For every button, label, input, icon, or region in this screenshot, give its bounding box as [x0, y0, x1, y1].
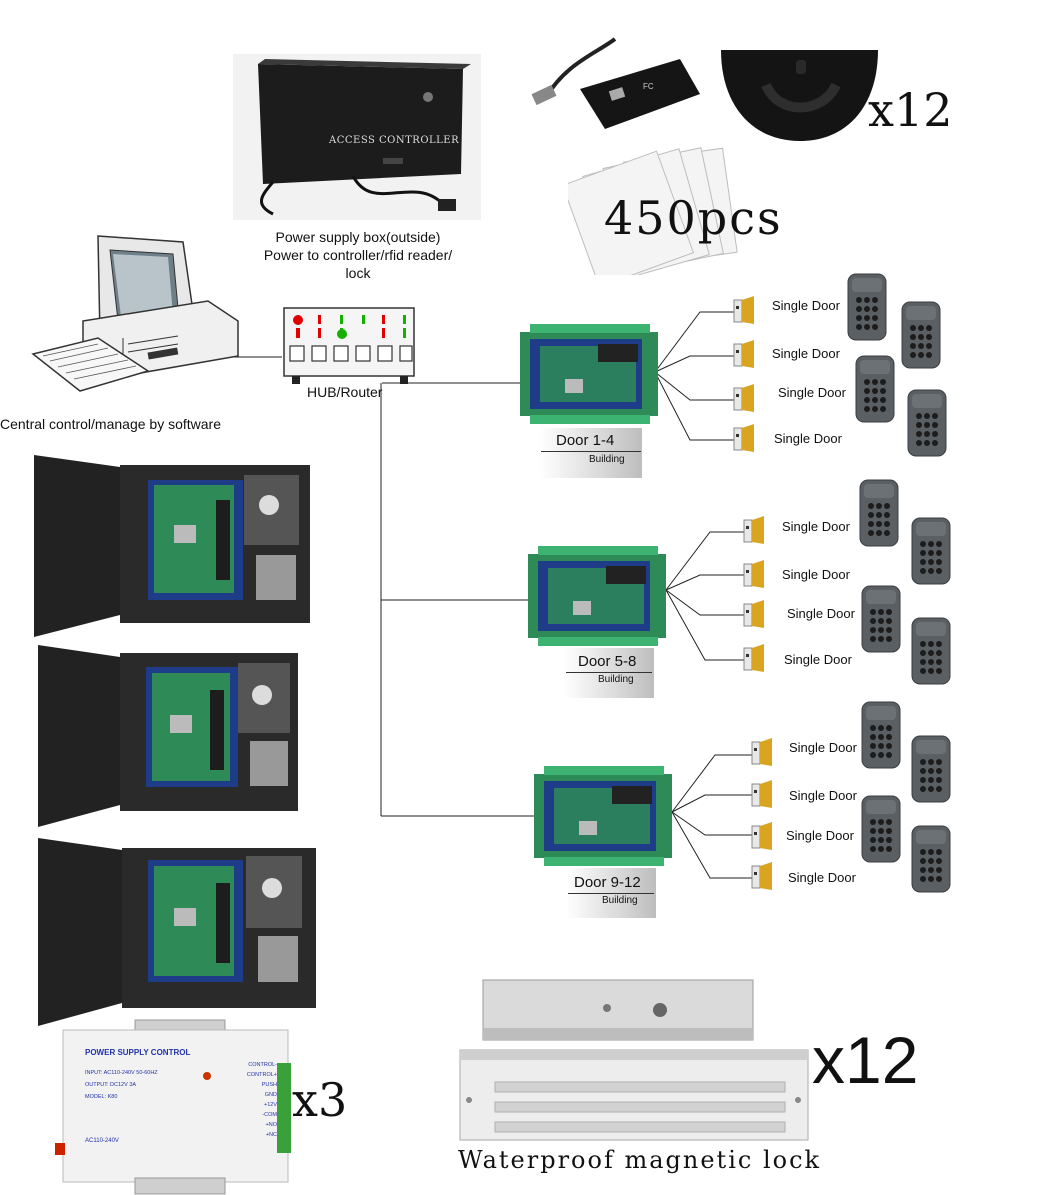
building-label-3: Building — [602, 895, 638, 906]
psu-ac-label: AC110-240V — [85, 1138, 119, 1144]
terminal-push: PUSH — [261, 1082, 277, 1088]
door-label-1-1: Single Door — [772, 298, 840, 313]
reader-brand-text: FC — [643, 82, 654, 91]
tag-underline-3 — [568, 893, 654, 894]
psu-output: OUTPUT: DC12V 3A — [85, 1082, 137, 1088]
controller-cabinet-1 — [34, 455, 312, 640]
terminal-gnd: GND — [264, 1092, 277, 1098]
hub-caption: HUB/Router — [307, 384, 383, 400]
power-box-caption-line2: Power to controller/rfid reader/ — [263, 247, 453, 263]
tag-underline-2 — [566, 672, 652, 673]
door-label-2-4: Single Door — [784, 652, 852, 667]
door-label-3-1: Single Door — [789, 740, 857, 755]
controller-board-3 — [534, 766, 672, 866]
hub-router — [282, 306, 418, 386]
door-label-1-2: Single Door — [772, 346, 840, 361]
maglock-qty: x12 — [812, 1023, 919, 1097]
power-supply-control-unit: POWER SUPPLY CONTROL INPUT: AC110-240V 5… — [55, 1018, 295, 1195]
cards-qty: 450pcs — [604, 191, 783, 245]
psu-model: MODEL: K80 — [85, 1094, 118, 1100]
door-label-1-4: Single Door — [774, 431, 842, 446]
building-label-2: Building — [598, 674, 634, 685]
terminal-control-plus: CONTROL+ — [246, 1072, 277, 1078]
controller-board-1 — [520, 324, 658, 424]
sensor-qty: x12 — [868, 83, 953, 137]
power-box-caption-line3: lock — [345, 265, 371, 281]
psu-terminal-labels: CONTROL- CONTROL+ PUSH GND +12V -COM +NO… — [231, 1060, 277, 1140]
door-group-title-3: Door 9-12 — [574, 874, 641, 891]
power-box-caption-line1: Power supply box(outside) — [275, 229, 441, 245]
door-group-title-2: Door 5-8 — [578, 653, 637, 670]
rfid-cards — [568, 145, 748, 275]
building-tag-1 — [540, 428, 642, 478]
terminal-12v: +12V — [264, 1102, 277, 1108]
controller-board-2 — [528, 546, 666, 646]
power-box-caption: Power supply box(outside) Power to contr… — [243, 228, 473, 282]
door-label-1-3: Single Door — [778, 385, 846, 400]
controller-cabinet-3 — [38, 838, 318, 1028]
terminal-no: +NO — [265, 1122, 277, 1128]
rfid-usb-reader: FC — [525, 34, 705, 134]
door-label-3-3: Single Door — [786, 828, 854, 843]
building-tag-2 — [564, 648, 654, 698]
computer-caption: Central control/manage by software — [0, 416, 221, 432]
psu-title: POWER SUPPLY CONTROL — [85, 1048, 191, 1057]
power-supply-box: ACCESS CONTROLLER — [233, 54, 481, 220]
building-label-1: Building — [589, 454, 625, 465]
door-label-2-1: Single Door — [782, 519, 850, 534]
door-label-2-2: Single Door — [782, 567, 850, 582]
door-label-3-4: Single Door — [788, 870, 856, 885]
terminal-control-minus: CONTROL- — [248, 1062, 277, 1068]
tag-underline-1 — [541, 451, 641, 452]
psu-qty: x3 — [292, 1073, 348, 1127]
terminal-nc: +NC — [265, 1132, 277, 1138]
terminal-com: -COM — [262, 1112, 277, 1118]
door-label-3-2: Single Door — [789, 788, 857, 803]
dome-sensor — [718, 45, 883, 145]
door-group-title-1: Door 1-4 — [556, 432, 615, 449]
maglock-caption: Waterproof magnetic lock — [458, 1146, 822, 1174]
controller-cabinet-2 — [38, 645, 300, 830]
psu-input: INPUT: AC110-240V 50-60HZ — [85, 1070, 158, 1076]
magnetic-lock — [455, 978, 815, 1146]
computer-icon — [28, 226, 248, 416]
access-controller-label: ACCESS CONTROLLER — [329, 135, 460, 146]
door-label-2-3: Single Door — [787, 606, 855, 621]
